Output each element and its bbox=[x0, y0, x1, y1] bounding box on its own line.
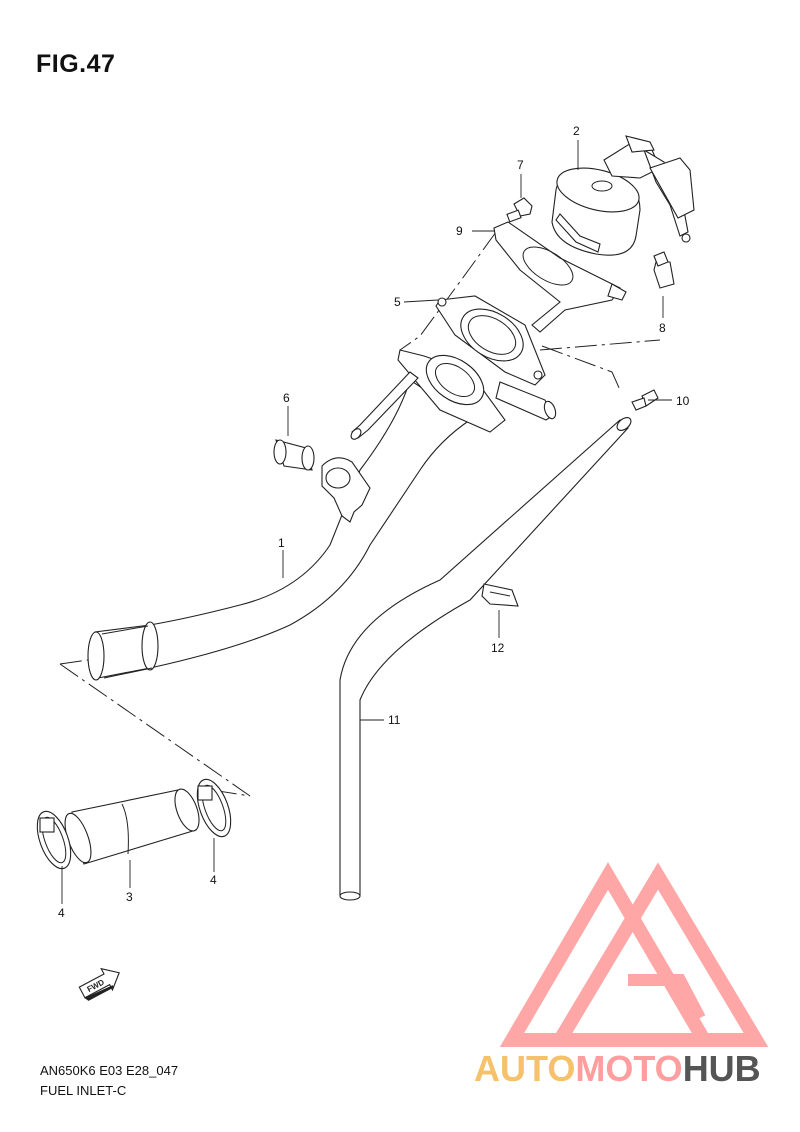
alignment-lines bbox=[59, 231, 661, 797]
section-name: FUEL INLET-C bbox=[40, 1083, 127, 1098]
part-1-fuel-filler-pipe bbox=[87, 349, 557, 681]
callout-3: 3 bbox=[126, 890, 133, 904]
part-12-clip bbox=[481, 583, 519, 607]
callout-1: 1 bbox=[278, 536, 285, 550]
part-6-grommet bbox=[273, 439, 315, 471]
callout-7: 7 bbox=[517, 158, 524, 172]
figure-title: FIG.47 bbox=[36, 50, 116, 78]
callout-6: 6 bbox=[283, 391, 290, 405]
watermark-text: AUTOMOTOHUB bbox=[474, 1048, 761, 1089]
part-9-cap-housing bbox=[493, 221, 627, 333]
callout-numbers: 1 2 3 4 4 5 6 7 8 9 10 11 12 bbox=[58, 124, 690, 920]
watermark-logo bbox=[499, 862, 769, 1047]
part-5-gasket bbox=[435, 295, 546, 386]
part-4-hose-clamp-right bbox=[196, 778, 232, 838]
callout-9: 9 bbox=[456, 224, 463, 238]
part-11-fuel-hose bbox=[339, 417, 632, 901]
part-3-rubber-hose bbox=[64, 788, 200, 865]
callout-8: 8 bbox=[659, 321, 666, 335]
callout-11: 11 bbox=[388, 713, 401, 727]
callout-10: 10 bbox=[676, 394, 690, 408]
model-code: AN650K6 E03 E28_047 bbox=[40, 1063, 179, 1078]
part-2-fuel-cap-lock bbox=[551, 135, 695, 256]
callout-12: 12 bbox=[491, 641, 505, 655]
svg-text:AUTOMOTOHUB: AUTOMOTOHUB bbox=[474, 1048, 761, 1089]
callout-2: 2 bbox=[573, 124, 580, 138]
hose-holder-bracket bbox=[321, 457, 371, 523]
callout-4-left: 4 bbox=[58, 906, 65, 920]
part-4-hose-clamp-left bbox=[36, 810, 72, 870]
leader-lines bbox=[61, 140, 672, 904]
callout-4-right: 4 bbox=[210, 873, 217, 887]
callout-5: 5 bbox=[394, 295, 401, 309]
part-10-bolt bbox=[631, 389, 659, 411]
part-8-clip bbox=[653, 251, 675, 289]
forward-arrow-icon: FWD bbox=[78, 967, 120, 1001]
part-7-screw bbox=[506, 197, 533, 223]
